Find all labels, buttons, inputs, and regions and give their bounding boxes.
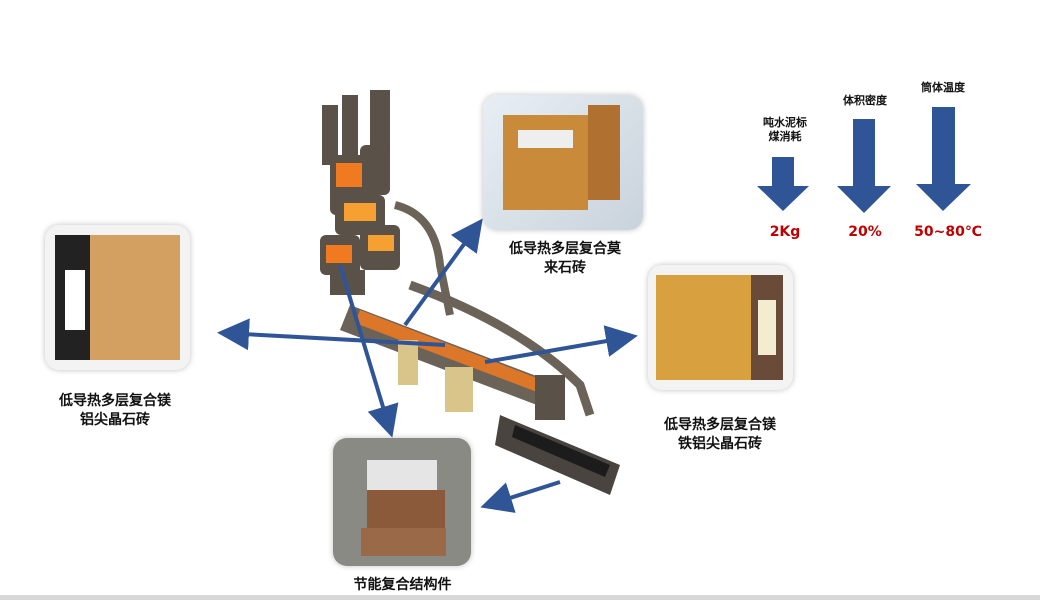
label-line: 来石砖 bbox=[544, 260, 586, 276]
bottom-scrollbar[interactable] bbox=[0, 595, 1040, 600]
kiln-illustration bbox=[320, 90, 620, 495]
down-arrow-icon bbox=[757, 157, 809, 211]
top-brick-photo bbox=[483, 95, 643, 230]
metric-temp-label: 筒体温度 bbox=[921, 81, 965, 94]
metric-temp-value: 50~80℃ bbox=[914, 224, 982, 240]
arrow-to-left-brick bbox=[217, 318, 446, 351]
arrow-to-bottom-part bbox=[338, 264, 399, 438]
down-arrow-icon bbox=[916, 107, 971, 211]
left-brick-photo bbox=[45, 225, 190, 370]
metric-density-value: 20% bbox=[848, 224, 882, 240]
top-brick-label: 低导热多层复合莫 来石砖 bbox=[470, 240, 660, 278]
label-line: 铝尖晶石砖 bbox=[80, 412, 150, 428]
metric-density-label: 体积密度 bbox=[843, 94, 887, 107]
down-arrows bbox=[757, 107, 971, 213]
arrow-to-top-brick bbox=[403, 218, 483, 327]
arrow-to-bottom-part-2 bbox=[480, 480, 561, 513]
right-brick-label: 低导热多层复合镁 铁铝尖晶石砖 bbox=[630, 416, 810, 454]
bottom-part-photo bbox=[333, 438, 471, 566]
label-line: 低导热多层复合莫 bbox=[509, 241, 621, 257]
right-brick-photo bbox=[648, 265, 793, 390]
metric-coal-value: 2Kg bbox=[769, 224, 801, 240]
bottom-part-label: 节能复合结构件 bbox=[353, 577, 452, 593]
left-brick-label: 低导热多层复合镁 铝尖晶石砖 bbox=[25, 392, 205, 430]
arrow-to-right-brick bbox=[484, 325, 638, 364]
label-line: 铁铝尖晶石砖 bbox=[678, 436, 762, 452]
metric-coal-label: 吨水泥标 煤消耗 bbox=[745, 116, 825, 144]
label-line: 低导热多层复合镁 bbox=[59, 393, 171, 409]
label-line: 煤消耗 bbox=[768, 130, 802, 143]
label-line: 吨水泥标 bbox=[763, 116, 807, 129]
label-line: 低导热多层复合镁 bbox=[664, 417, 776, 433]
down-arrow-icon bbox=[837, 119, 891, 213]
